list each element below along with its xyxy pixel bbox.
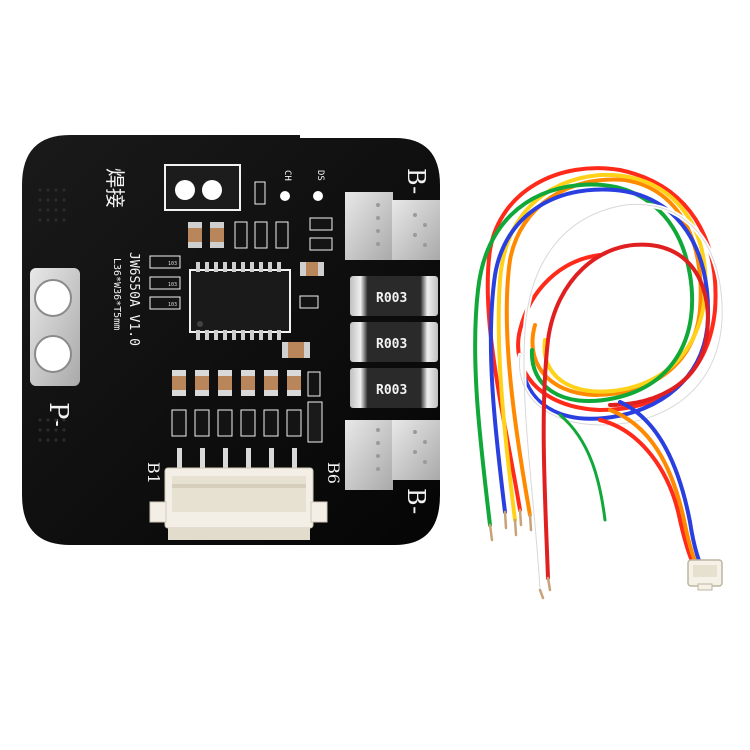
shunt-label-1: R003 [376,291,407,306]
smd-top-row [188,181,333,276]
resistor-code-3: 103 [168,302,177,308]
code-resistors: 103 103 103 [149,255,181,310]
lead-blue [618,400,708,577]
jst-plug [687,559,723,591]
label-b-minus-bottom: B- [402,488,430,514]
resistor-code-1: 103 [168,261,177,267]
mount-hole-lower [35,336,71,372]
wire-red [485,166,718,512]
shunt-resistor-3: R003 [350,368,438,408]
via-field-left [38,188,66,442]
main-ic [189,262,291,340]
wire-red-2 [541,242,710,580]
shunt-resistor-1: R003 [350,276,438,316]
resistor-code-2: 103 [168,282,177,288]
capacitor-row-upper [172,370,321,397]
board-outline [22,135,440,545]
shunt-label-3: R003 [376,383,407,398]
balance-connector [149,448,328,540]
wire-yellow [496,172,708,522]
label-size: L36*W36*T5mm [111,258,122,330]
label-ds: DS [315,170,325,181]
resistor-row-lower [171,401,323,443]
p-minus-pad [30,268,80,386]
label-b-minus-top: B- [402,168,430,194]
label-b6: B6 [324,462,343,484]
wire-harness [473,166,725,600]
shunt-resistor-2: R003 [350,322,438,362]
lead-green [558,413,607,522]
b-minus-pad-bottom [345,420,440,490]
bms-board: P- 焊接 CH DS [22,135,440,545]
led-ch [280,191,290,201]
label-chinese-mark: 焊接 [103,168,127,208]
solder-pad-block [164,164,241,211]
wire-orange [504,177,703,517]
shunt-label-2: R003 [376,337,407,352]
label-model: JW6S50A V1.0 [126,252,141,346]
b-minus-pad-top [345,192,440,260]
label-b1: B1 [144,462,163,484]
label-ch: CH [282,170,292,181]
led-ds [313,191,323,201]
label-p-minus: P- [43,402,73,427]
stripped-ends [488,508,552,600]
mount-hole-upper [35,280,71,316]
